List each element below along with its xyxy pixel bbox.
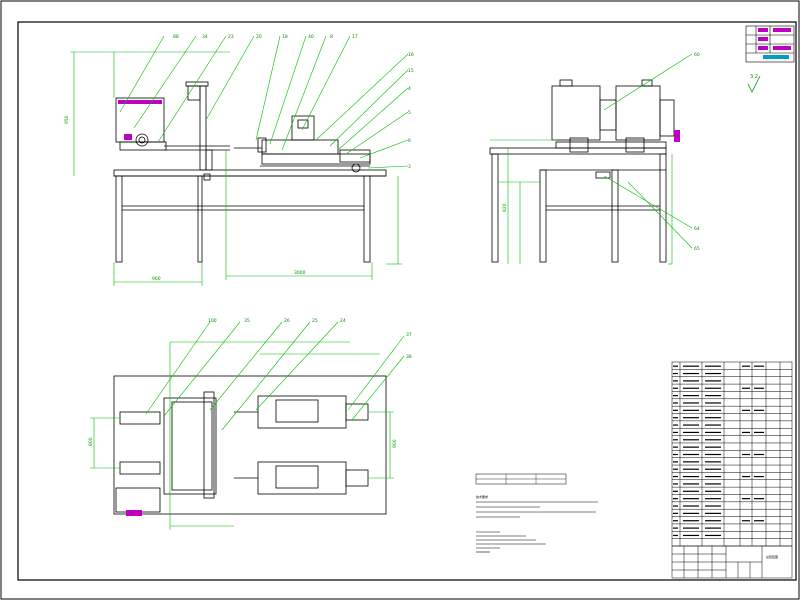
balloon: 60 xyxy=(694,52,700,58)
inner-border xyxy=(17,21,797,581)
balloon: 18 xyxy=(282,34,288,40)
dim-base-right: 3000 xyxy=(294,270,306,276)
balloon: 64 xyxy=(694,226,700,232)
dim-height: 950 xyxy=(64,115,70,124)
balloon: 16 xyxy=(408,52,414,58)
balloon: 8 xyxy=(330,34,333,40)
balloon: 34 xyxy=(202,34,208,40)
dim-height: 920 xyxy=(502,203,508,212)
top-view xyxy=(113,375,387,516)
balloon: 25 xyxy=(312,318,318,324)
dim-left-height: 800 xyxy=(88,437,94,446)
side-view xyxy=(489,79,680,263)
balloon: 24 xyxy=(340,318,346,324)
balloon: 100 xyxy=(208,318,217,324)
balloon: 38 xyxy=(406,354,412,360)
top-view-labels: 100 35 26 25 24 37 38 800 900 xyxy=(88,318,412,448)
front-view xyxy=(113,81,387,263)
balloon: 20 xyxy=(256,34,262,40)
balloon: 88 xyxy=(173,34,179,40)
front-view-leaders xyxy=(70,35,409,286)
balloon: 5 xyxy=(408,110,411,116)
balloon: 17 xyxy=(352,34,358,40)
balloon: 65 xyxy=(694,246,700,252)
balloon: 6 xyxy=(408,138,411,144)
balloon: 15 xyxy=(408,68,414,74)
revision-block xyxy=(745,25,795,63)
dim-right-height: 900 xyxy=(392,439,398,448)
balloon: 37 xyxy=(406,332,412,338)
drawing-name: 总装配图 xyxy=(766,554,778,559)
parts-list xyxy=(671,361,793,547)
top-view-leaders xyxy=(90,321,405,530)
side-view-leaders xyxy=(490,53,693,265)
balloon: 26 xyxy=(284,318,290,324)
balloon: 4 xyxy=(408,86,411,92)
roughness-symbol: 3.2 xyxy=(747,74,761,93)
notes-title: 技术要求 xyxy=(476,494,488,499)
side-view-labels: 60 64 65 920 xyxy=(502,52,700,252)
dim-base-left: 960 xyxy=(152,276,161,282)
balloon: 35 xyxy=(244,318,250,324)
roughness-value: 3.2 xyxy=(750,74,758,80)
technical-notes: 技术要求 xyxy=(475,473,598,553)
balloon: 3 xyxy=(408,164,411,170)
balloon: 40 xyxy=(308,34,314,40)
front-view-balloon-labels: 88 34 23 20 18 40 8 17 16 15 4 5 6 3 950… xyxy=(64,34,414,282)
title-block xyxy=(671,545,793,579)
balloon: 23 xyxy=(228,34,234,40)
